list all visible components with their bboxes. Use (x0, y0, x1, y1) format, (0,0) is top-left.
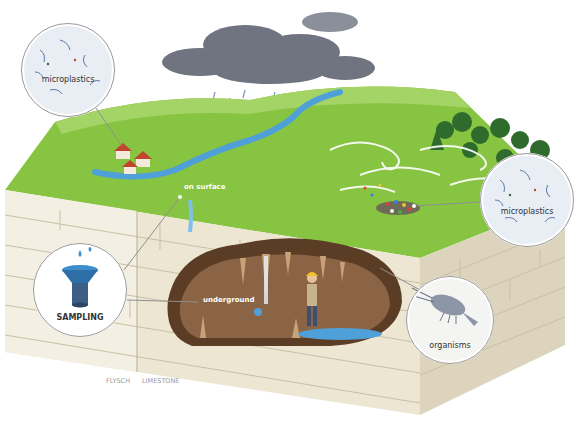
leader-dot (412, 204, 416, 208)
cave-interior (180, 254, 390, 338)
rock-strata (5, 210, 565, 403)
sinking-stream (190, 200, 191, 232)
rock-front (5, 190, 420, 415)
surface-label: on surface (184, 184, 226, 192)
hills (55, 87, 470, 134)
cave-pool (298, 328, 382, 340)
underground-label: underground (203, 297, 254, 305)
leader-lines (96, 108, 480, 302)
circle-outline (480, 153, 574, 247)
stalactites (200, 252, 345, 338)
rock-label: LIMESTONE (142, 378, 179, 385)
organisms-circle: organisms (406, 276, 494, 364)
flysch-divider (137, 211, 138, 372)
plastic-waste (364, 184, 421, 216)
microplastics-circle: microplastics (21, 23, 115, 117)
fibres (35, 40, 100, 94)
sampling-point (254, 308, 262, 316)
circle-outline (33, 243, 127, 337)
circle-label: microplastics (21, 76, 115, 85)
clouds (162, 12, 375, 84)
leader-dot (178, 195, 182, 199)
river (95, 92, 340, 177)
microplastics-circle: microplastics (480, 153, 574, 247)
sampling-device (62, 245, 98, 308)
cave (168, 238, 403, 346)
flysch-layer (5, 190, 137, 372)
sampling-circle: SAMPLING (33, 243, 127, 337)
copepod (412, 288, 478, 326)
caver (306, 272, 318, 326)
circle-outline (406, 276, 494, 364)
organisms-inset (406, 276, 494, 364)
circle-label: microplastics (480, 208, 574, 217)
microplastics-inset (21, 23, 115, 117)
rock-label: FLYSCH (106, 378, 130, 385)
microplastics-inset (480, 153, 574, 247)
circle-outline (21, 23, 115, 117)
circle-label: SAMPLING (33, 314, 127, 323)
circle-label: organisms (406, 342, 494, 351)
drip-water (264, 256, 268, 304)
village (114, 143, 152, 174)
sampling-inset (33, 243, 127, 337)
